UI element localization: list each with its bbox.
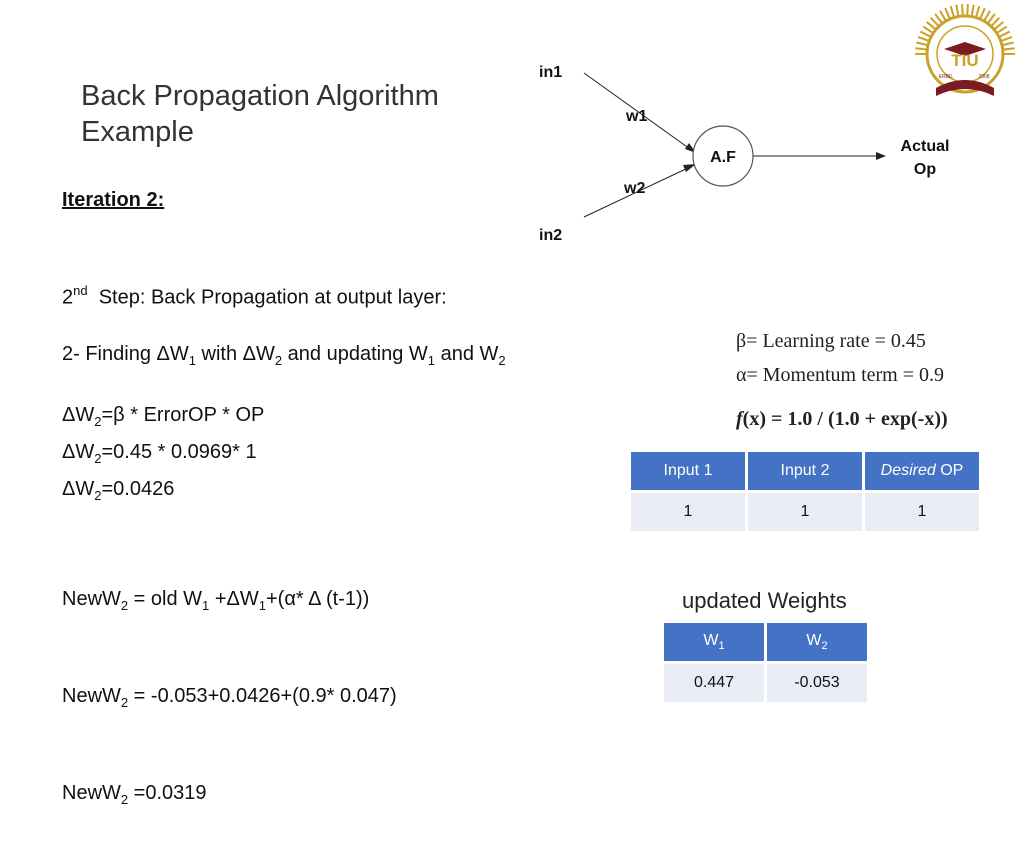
logo-year: 2008 [978,74,989,80]
iteration-heading: Iteration 2: [62,189,165,211]
logo-ray [1001,35,1013,42]
in2-arrowhead [683,164,696,172]
logo-ray [994,21,1004,30]
w2-label: w2 [623,180,645,197]
table-cell: 1 [748,493,862,531]
logo-ray [970,4,975,16]
logo-ray [916,41,928,46]
table-row: 1 1 1 [631,493,979,531]
table-cell: -0.053 [767,664,867,702]
equation-line: NewW2 = old W1 +ΔW1+(α* Δ (t-1)) [62,588,370,613]
in2-connection [583,166,691,218]
node-label: A.F [710,149,736,166]
logo-ray [929,16,939,27]
in2-label: in2 [539,227,562,244]
header-input-1: Input 1 [631,452,745,490]
inputs-table: Input 1 Input 2 Desired OP 1 1 1 [628,449,982,534]
header-input-2: Input 2 [748,452,862,490]
title-line-1: Back Propagation Algorithm [81,80,439,112]
logo-ray [915,47,927,51]
output-label-line-1: Actual [901,138,950,155]
logo-ray [979,7,986,19]
slide-title: Back Propagation Algorithm Example [81,78,439,150]
title-line-2: Example [81,116,194,148]
table-header-row: Input 1 Input 2 Desired OP [631,452,979,490]
logo-ray [987,13,996,24]
logo-book [936,80,994,96]
logo-ray [917,35,929,42]
output-label-line-2: Op [914,161,936,178]
logo-text: TIU [951,51,978,70]
header-w1: W1 [664,623,764,661]
updated-weights-table: W1 W2 0.447 -0.053 [661,620,870,705]
neuron-diagram: in1 in2 w1 w2 A.F Actual Op [539,64,950,244]
output-arrowhead [876,152,886,160]
equation-line: ΔW2=0.45 * 0.0969* 1 [62,441,257,466]
table-cell: 0.447 [664,664,764,702]
logo-ray [955,4,960,16]
logo-ray [997,25,1008,34]
in1-label: in1 [539,64,562,81]
logo-ray [934,13,943,24]
logo-ray [926,21,936,30]
momentum-term: α= Momentum term = 0.9 [736,364,945,386]
logo-ray [939,10,947,21]
parameter-formulas: β= Learning rate = 0.45 α= Momentum term… [736,324,948,436]
finding-text: 2- Finding ΔW1 with ΔW2 and updating W1 … [62,343,506,368]
logo-ray [975,5,981,17]
header-w2: W2 [767,623,867,661]
logo-ray [991,16,1001,27]
logo-ray [1003,47,1015,51]
in1-connection [583,72,691,150]
logo-ray [983,10,991,21]
step-heading: 2nd Step: Back Propagation at output lay… [62,283,447,309]
logo-ray [1002,41,1014,46]
table-header-row: W1 W2 [664,623,867,661]
table-cell: 1 [865,493,979,531]
logo-ray [919,30,931,38]
equation-line: NewW2 =0.0319 [62,782,207,807]
logo-city: ERBIL [939,74,954,80]
header-desired-op: Desired OP [865,452,979,490]
new-w-equations: NewW2 = old W1 +ΔW1+(α* Δ (t-1)) NewW2 =… [62,524,397,845]
table-cell: 1 [631,493,745,531]
equation-line: NewW2 = -0.053+0.0426+(0.9* 0.047) [62,685,397,710]
logo-ray [944,7,951,19]
w1-label: w1 [625,108,647,125]
activation-function: f(x) = 1.0 / (1.0 + exp(-x)) [736,408,948,430]
logo-cap [944,42,986,56]
logo-sun-rays [915,4,1015,55]
learning-rate: β= Learning rate = 0.45 [736,330,926,352]
logo-ray [922,25,933,34]
logo-ray [999,30,1011,38]
logo-ray [966,4,969,16]
university-logo: TIU ERBIL 2008 [915,4,1015,96]
logo-ray [961,4,964,16]
logo-ray [949,5,955,17]
delta-w-equations: ΔW2=β * ErrorOP * OP ΔW2=0.45 * 0.0969* … [62,400,264,511]
equation-line: ΔW2=β * ErrorOP * OP [62,404,265,429]
equation-line: ΔW2=0.0426 [62,478,175,503]
updated-weights-caption: updated Weights [682,588,847,613]
table-row: 0.447 -0.053 [664,664,867,702]
